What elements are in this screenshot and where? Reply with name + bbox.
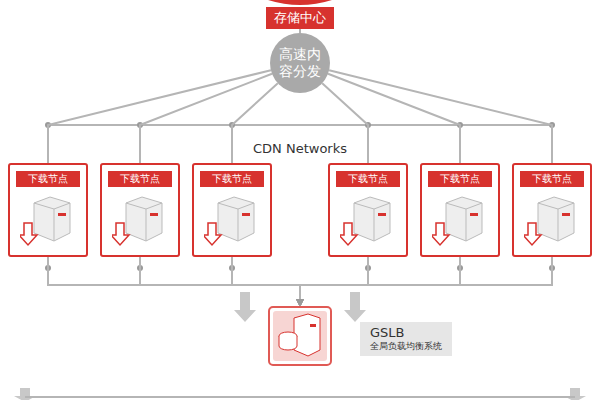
connector [300,257,368,306]
node-label: 下载节点 [108,171,172,187]
gslb-title: GSLB [370,325,442,340]
node-label: 下载节点 [428,171,492,187]
gslb-subtitle: 全局负载均衡系统 [370,340,442,353]
junction-dots [45,122,555,271]
download-node-box: 下载节点 [192,163,272,257]
connector [300,257,552,306]
download-node-box: 下载节点 [512,163,592,257]
distribution-circle: 高速内容分发 [270,33,330,93]
node-label: 下载节点 [520,171,584,187]
bus-line [25,396,575,398]
gslb-server-icon [268,306,332,366]
node-text: 存储中心 [274,9,326,27]
connector [329,70,552,163]
connector [140,257,300,306]
server-icon [112,193,168,249]
connector [300,257,460,306]
gslb-box: GSLB全局负载均衡系统 [268,306,478,366]
network-label: CDN Networks [251,141,349,156]
node-text: 高速内容分发 [278,46,322,80]
node-label: 下载节点 [336,171,400,187]
bus-line [48,124,552,126]
node-label: 下载节点 [16,171,80,187]
download-node-box: 下载节点 [8,163,88,257]
gslb-label-panel: GSLB全局负载均衡系统 [360,322,452,356]
server-icon [204,193,260,249]
server-icon [432,193,488,249]
server-icon [340,193,396,249]
download-node-box: 下载节点 [420,163,500,257]
node-label: 下载节点 [200,171,264,187]
server-icon [524,193,580,249]
download-node-box: 下载节点 [328,163,408,257]
connector [232,257,300,306]
storage-center-box: 存储中心 [266,7,334,29]
flow-arrows [14,292,586,400]
download-node-box: 下载节点 [100,163,180,257]
storage-icon [268,0,332,5]
connector [48,257,300,306]
server-icon [20,193,76,249]
